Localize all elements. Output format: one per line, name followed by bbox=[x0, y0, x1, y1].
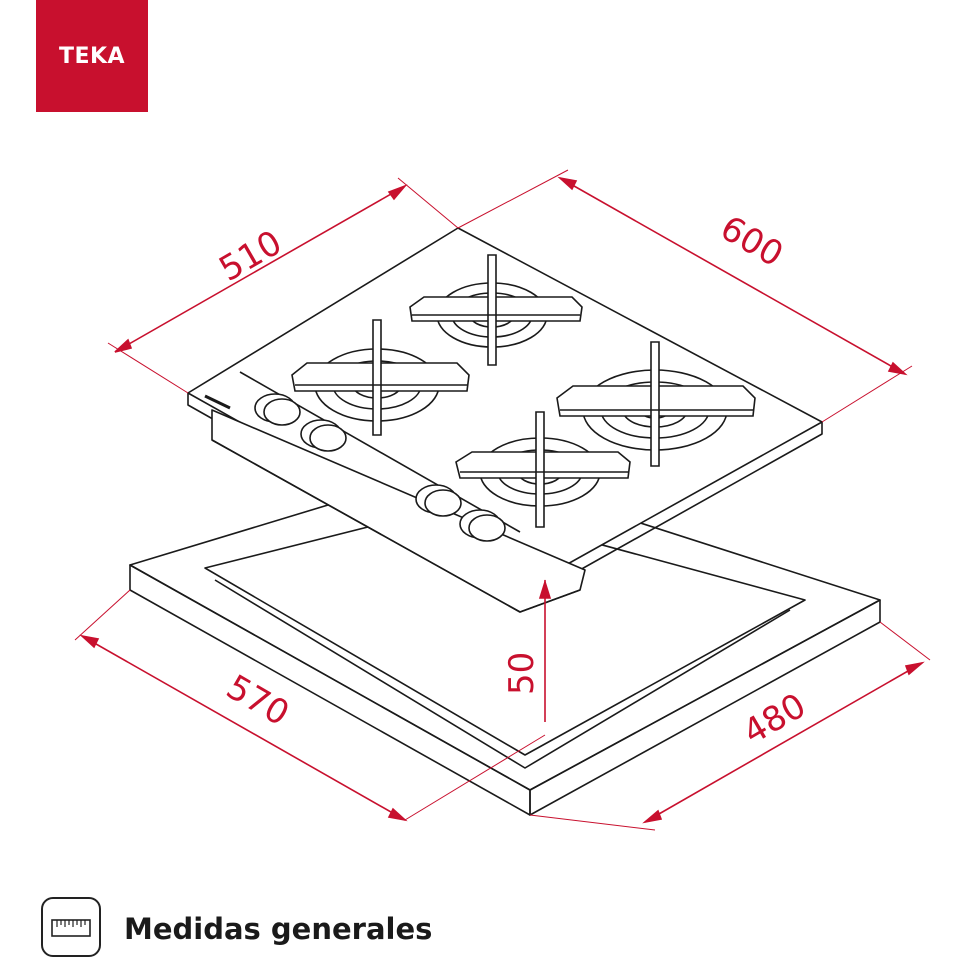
burner-front bbox=[455, 411, 631, 528]
knob-4 bbox=[459, 509, 506, 542]
dimension-lines bbox=[74, 169, 931, 831]
knob-1 bbox=[254, 393, 301, 426]
knob-3 bbox=[415, 484, 462, 517]
dim-label-600: 600 bbox=[714, 208, 790, 275]
dim-line-600 bbox=[457, 169, 913, 423]
control-knobs bbox=[254, 393, 506, 542]
burner-right-large bbox=[556, 341, 756, 467]
dim-line-480 bbox=[529, 621, 931, 831]
dim-line-510 bbox=[107, 177, 459, 394]
dim-line-570 bbox=[74, 589, 546, 822]
brand-name: TEKA bbox=[58, 43, 126, 69]
burner-top-rear bbox=[409, 254, 583, 366]
knob-2 bbox=[300, 419, 347, 452]
dim-label-480: 480 bbox=[737, 686, 813, 753]
burner-left bbox=[291, 319, 470, 436]
brand-logo: TEKA bbox=[36, 0, 148, 112]
ruler-icon bbox=[41, 897, 101, 957]
dim-label-50: 50 bbox=[502, 652, 542, 695]
footer-label: Medidas generales bbox=[124, 912, 433, 946]
dim-label-510: 510 bbox=[213, 223, 289, 290]
burners bbox=[291, 254, 756, 528]
dim-line-50 bbox=[538, 579, 552, 722]
